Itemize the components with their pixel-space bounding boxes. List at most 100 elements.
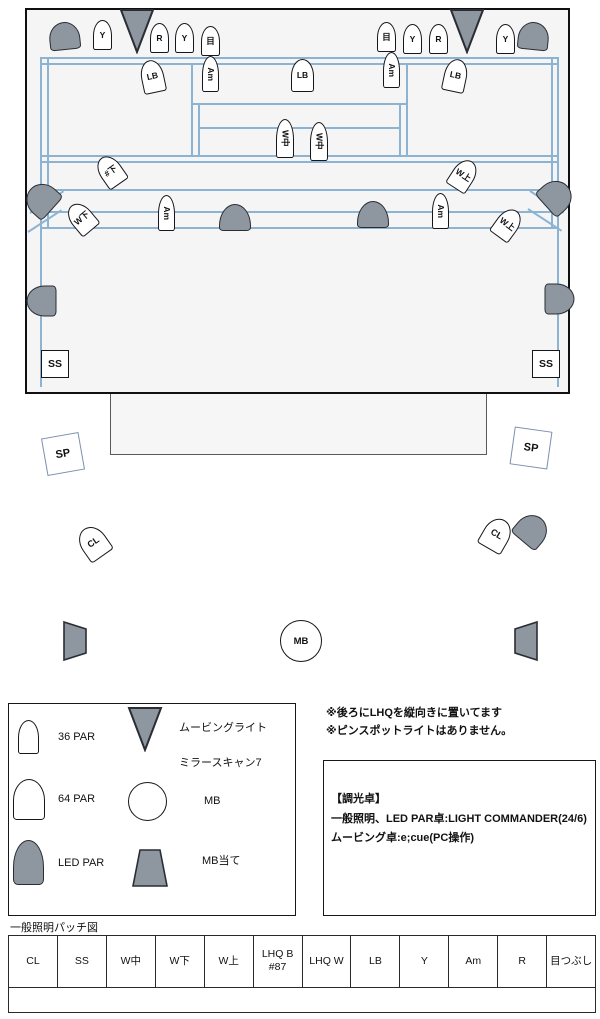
lamp-label: W中 (280, 130, 291, 147)
legend-label-moving-light: ムービングライト (179, 722, 267, 734)
patch-cell: LHQ W (303, 936, 352, 987)
batten-line (40, 227, 558, 229)
lamp-label: LB (296, 70, 309, 81)
riser-line (198, 103, 200, 155)
legend-label-mb-ate: MB当て (202, 855, 241, 867)
sp-label: SP (522, 441, 540, 455)
lamp-label: R (435, 33, 442, 44)
console-title: 【調光卓】 (331, 793, 386, 805)
note-line2: ※ピンスポットライトはありません。 (326, 725, 513, 737)
patch-cell: Y (400, 936, 450, 987)
par36-legend-icon (18, 720, 39, 754)
sp-label: SP (54, 446, 72, 462)
cl-label: CL (489, 526, 505, 542)
par-lamp-icon: Y (93, 20, 112, 50)
par-lamp-icon: 目 (377, 22, 396, 52)
led-par-icon (510, 508, 554, 552)
legend-label-mirror-scan: ミラースキャン7 (179, 757, 262, 769)
batten-line (40, 189, 558, 191)
patch-cell: LB (351, 936, 401, 987)
batten-line (40, 57, 558, 59)
lamp-label: Y (409, 33, 416, 44)
riser-line (198, 127, 401, 129)
lamp-label: Y (502, 33, 509, 44)
mb-label: MB (293, 635, 309, 647)
mb-circle-icon: MB (280, 620, 322, 662)
lamp-label: Am (205, 67, 216, 81)
mb-ate-icon (63, 620, 87, 662)
patch-table: CL SS W中 W下 W上 LHQ B#87 LHQ W LB Y Am R … (8, 935, 596, 988)
riser-line (399, 103, 401, 155)
patch-cell: 目つぶし (550, 954, 593, 967)
par-lamp-icon: Y (403, 24, 422, 54)
sp-box: SP (40, 431, 86, 477)
riser-line (406, 63, 408, 155)
batten-line (40, 155, 558, 157)
lamp-label: R (156, 32, 163, 43)
ss-box: SS (532, 350, 560, 378)
legend-label-mb: MB (204, 795, 221, 807)
patch-cell: R (498, 936, 548, 987)
patch-cell: W上 (205, 936, 254, 987)
led-par-legend-icon (13, 840, 44, 885)
moving-light-icon (119, 9, 155, 54)
par-lamp-icon: Am (383, 52, 400, 88)
moving-light-icon (449, 9, 485, 54)
legend-label-led-par: LED PAR (58, 857, 105, 869)
patch-cell: CL (9, 936, 58, 987)
patch-cell: SS (58, 936, 107, 987)
lamp-label: W中 (314, 133, 325, 150)
lamp-label: W下 (71, 208, 91, 227)
lamp-label: LB (145, 70, 160, 83)
par-lamp-icon: W中 (310, 122, 328, 161)
patch-cell: W下 (156, 936, 205, 987)
par-lamp-icon: R (150, 23, 169, 53)
patch-cell: W中 (107, 936, 156, 987)
led-par-icon (219, 204, 251, 231)
par64-legend-icon (13, 779, 45, 820)
console-line1: 一般照明、LED PAR卓:LIGHT COMMANDER(24/6) (331, 813, 587, 825)
par-lamp-icon: W中 (276, 119, 294, 158)
patch-table-empty-row (8, 988, 596, 1013)
par-lamp-icon: Am (202, 56, 219, 92)
par-lamp-icon: Y (175, 23, 194, 53)
side-pipe-line (47, 57, 49, 229)
patch-title: 一般照明パッチ図 (10, 922, 98, 934)
moving-light-icon (127, 707, 163, 752)
batten-line (40, 161, 558, 163)
par-lamp-icon: Am (432, 193, 449, 229)
par-lamp-icon: R (429, 24, 448, 54)
par-lamp-icon: Am (158, 195, 175, 231)
stage-apron (110, 394, 487, 455)
lamp-label: W上 (498, 214, 518, 233)
led-par-icon (26, 285, 57, 317)
mb-ate-icon (132, 849, 168, 887)
par-lamp-icon: LB (291, 59, 314, 92)
mb-ate-icon (514, 620, 538, 662)
riser-line (191, 103, 408, 105)
ss-box: SS (41, 350, 69, 378)
note-line1: ※後ろにLHQを縦向きに置いてます (326, 707, 503, 719)
side-pipe-line (557, 57, 559, 387)
console-box (323, 760, 596, 916)
cl-label: CL (85, 534, 101, 550)
mb-circle-icon (128, 782, 167, 821)
lamp-label: Am (435, 204, 446, 218)
legend-label-36par: 36 PAR (58, 731, 96, 743)
lamp-label: Am (161, 206, 172, 220)
par-lamp-icon: 目 (201, 26, 220, 56)
batten-line (40, 211, 558, 213)
lamp-label: #下 (102, 162, 119, 179)
par-lamp-icon: Y (496, 24, 515, 54)
lamp-label: 目 (382, 31, 391, 42)
console-line2: ムービング卓:e;cue(PC操作) (331, 832, 475, 844)
led-par-icon (544, 283, 575, 315)
sp-box: SP (509, 426, 553, 470)
lamp-label: 目 (206, 35, 215, 46)
legend-label-64par: 64 PAR (58, 793, 96, 805)
lamp-label: W上 (453, 166, 474, 184)
lamp-label: LB (448, 69, 463, 82)
lamp-label: Am (386, 63, 397, 77)
lamp-label: Y (181, 32, 188, 43)
